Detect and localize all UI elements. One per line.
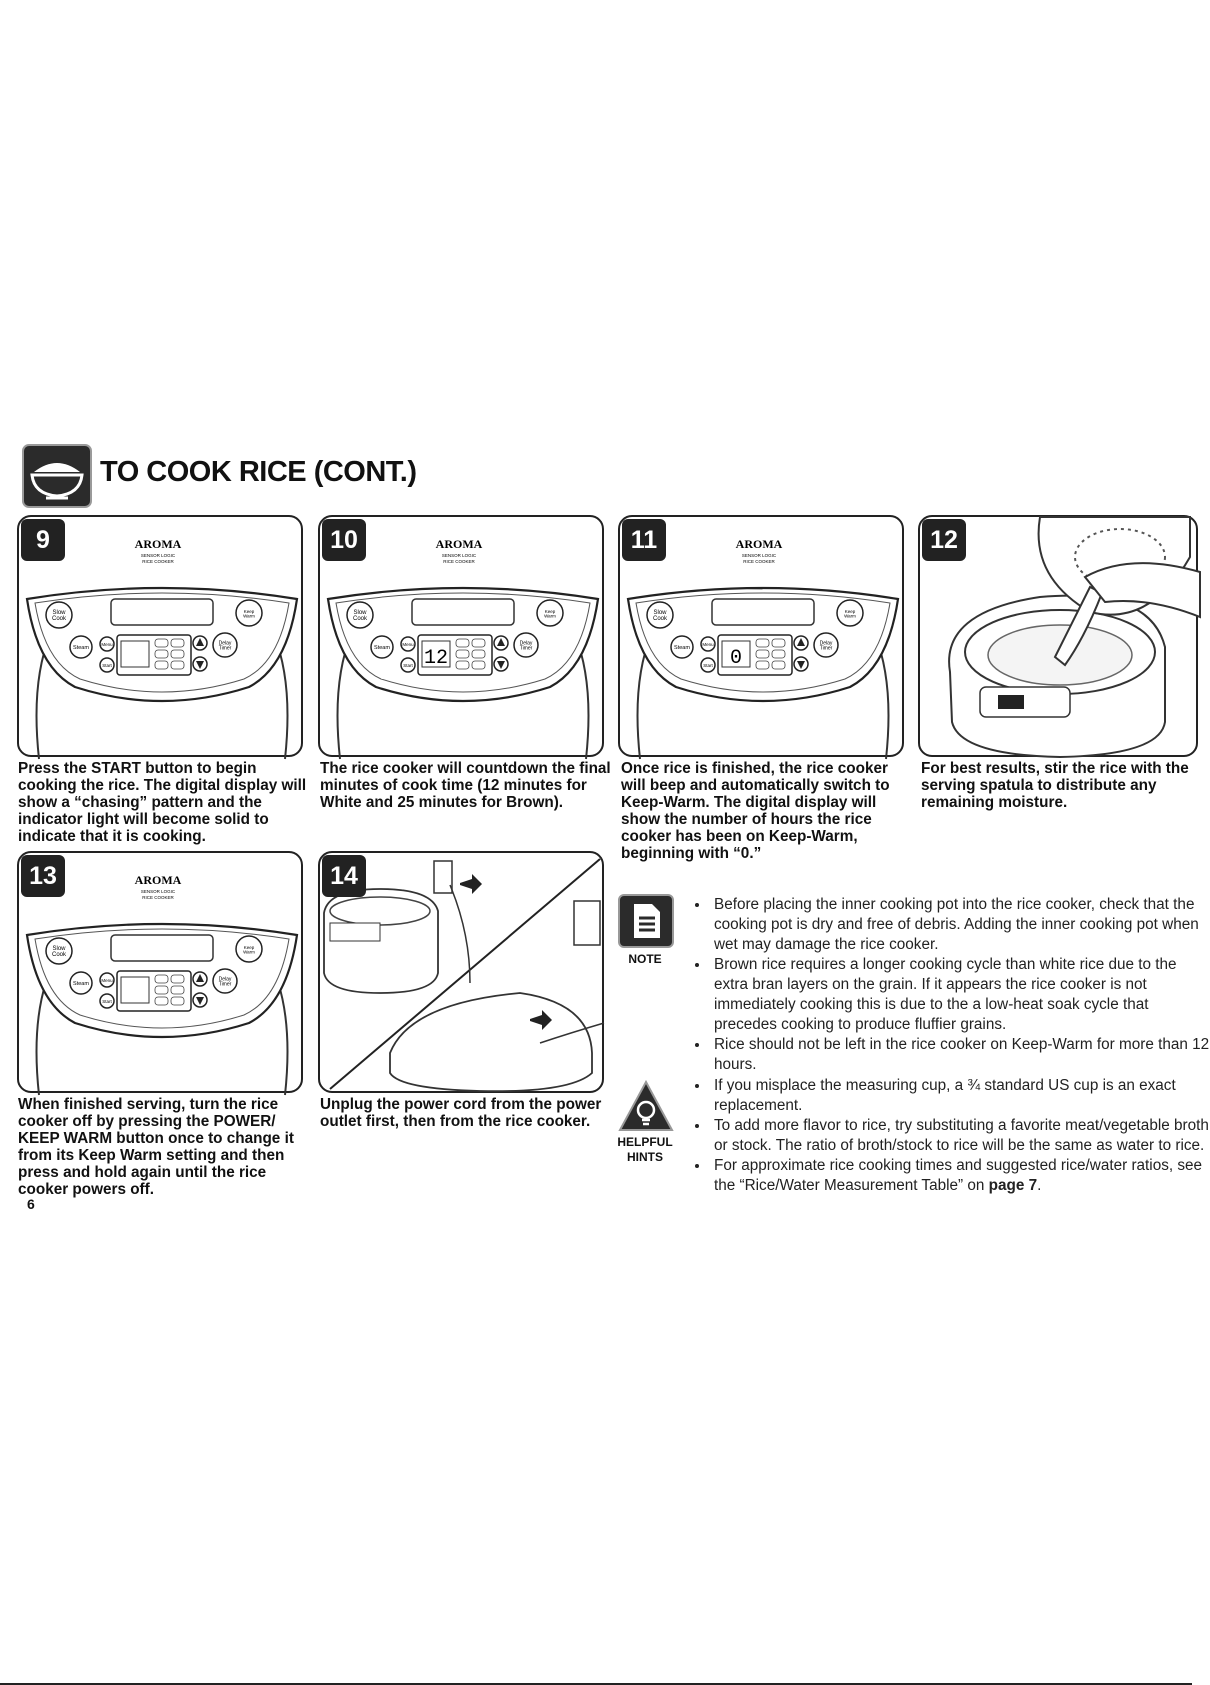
svg-text:Delay: Delay (520, 641, 533, 647)
svg-text:Steam: Steam (73, 981, 89, 987)
svg-text:Steam: Steam (674, 645, 690, 651)
list-item: If you misplace the measuring cup, a ¾ s… (710, 1076, 1210, 1116)
list-item: For approximate rice cooking times and s… (710, 1156, 1210, 1196)
svg-text:Menu: Menu (702, 642, 714, 647)
svg-text:Warm: Warm (243, 949, 255, 954)
note-document-icon (618, 894, 674, 948)
page-number: 6 (27, 1196, 35, 1212)
list-item: To add more flavor to rice, try substitu… (710, 1116, 1210, 1156)
svg-text:Steam: Steam (374, 645, 390, 651)
step-number: 12 (922, 519, 966, 561)
list-item: Before placing the inner cooking pot int… (710, 895, 1210, 955)
rice-bowl-icon (22, 444, 92, 508)
step-13-caption: When finished serving, turn the rice coo… (18, 1096, 294, 1198)
svg-text:Slow: Slow (52, 610, 66, 616)
step-number: 10 (322, 519, 366, 561)
svg-text:Delay: Delay (219, 641, 232, 647)
stirring-rice-drawing (948, 516, 1201, 759)
step-number: 13 (21, 855, 65, 897)
step-12-caption: For best results, stir the rice with the… (921, 760, 1189, 811)
list-item: Rice should not be left in the rice cook… (710, 1035, 1210, 1075)
note-list: Before placing the inner cooking pot int… (692, 895, 1210, 1075)
svg-text:Start: Start (102, 999, 112, 1004)
brand-subtitle: RICE COOKER (142, 559, 174, 564)
svg-text:Slow: Slow (52, 946, 66, 952)
step-14-caption: Unplug the power cord from the power out… (320, 1096, 602, 1130)
page-title: TO COOK RICE (CONT.) (100, 456, 417, 488)
svg-text:Slow: Slow (653, 610, 667, 616)
svg-text:Cook: Cook (52, 952, 67, 958)
svg-text:Cook: Cook (653, 616, 668, 622)
brand-logo: AROMA (436, 537, 483, 551)
svg-text:Keep: Keep (545, 609, 556, 614)
unplug-cord-drawing (323, 858, 605, 1093)
note-label: NOTE (628, 952, 662, 966)
svg-text:Menu: Menu (101, 642, 113, 647)
helpful-hints-label: HELPFUL HINTS (617, 1135, 673, 1164)
svg-text:Keep: Keep (244, 945, 255, 950)
svg-text:Menu: Menu (101, 978, 113, 983)
svg-text:Slow: Slow (353, 610, 367, 616)
svg-text:Steam: Steam (73, 645, 89, 651)
svg-text:Timer: Timer (219, 646, 232, 652)
bottom-divider (0, 1683, 1192, 1685)
svg-text:Menu: Menu (402, 642, 414, 647)
step-11-caption: Once rice is finished, the rice cooker w… (621, 760, 890, 862)
step-number: 14 (322, 855, 366, 897)
brand-logo: AROMA (135, 873, 182, 887)
svg-text:Cook: Cook (353, 616, 368, 622)
list-item: Brown rice requires a longer cooking cyc… (710, 955, 1210, 1035)
step-number: 9 (21, 519, 65, 561)
hints-list: If you misplace the measuring cup, a ¾ s… (692, 1076, 1210, 1196)
step-number: 11 (622, 519, 666, 561)
lcd-readout: 12 (424, 647, 448, 670)
svg-text:Delay: Delay (820, 641, 833, 647)
svg-text:Delay: Delay (219, 977, 232, 983)
step-9-caption: Press the START button to begin cooking … (18, 760, 307, 845)
svg-text:Timer: Timer (820, 646, 833, 652)
step-14-illustration: 14 (318, 851, 605, 1093)
svg-text:Start: Start (703, 663, 713, 668)
brand-subtitle: SENSOR LOGIC (141, 889, 176, 894)
lightbulb-icon (618, 1079, 674, 1134)
brand-subtitle: SENSOR LOGIC (442, 553, 477, 558)
step-12-illustration: 12 (918, 515, 1201, 759)
svg-text:Timer: Timer (219, 982, 232, 988)
step-10-caption: The rice cooker will countdown the final… (320, 760, 611, 811)
svg-text:Start: Start (403, 663, 413, 668)
brand-subtitle: SENSOR LOGIC (141, 553, 176, 558)
brand-subtitle: RICE COOKER (743, 559, 775, 564)
svg-text:Warm: Warm (544, 613, 556, 618)
svg-text:Start: Start (102, 663, 112, 668)
svg-text:Warm: Warm (844, 613, 856, 618)
brand-subtitle: SENSOR LOGIC (742, 553, 777, 558)
svg-text:Keep: Keep (845, 609, 856, 614)
svg-text:Cook: Cook (52, 616, 67, 622)
svg-text:Timer: Timer (520, 646, 533, 652)
brand-subtitle: RICE COOKER (443, 559, 475, 564)
svg-text:Warm: Warm (243, 613, 255, 618)
brand-logo: AROMA (135, 537, 182, 551)
svg-text:Keep: Keep (244, 609, 255, 614)
brand-subtitle: RICE COOKER (142, 895, 174, 900)
page-reference: page 7 (988, 1177, 1038, 1194)
brand-logo: AROMA (736, 537, 783, 551)
lcd-readout: 0 (730, 647, 742, 670)
